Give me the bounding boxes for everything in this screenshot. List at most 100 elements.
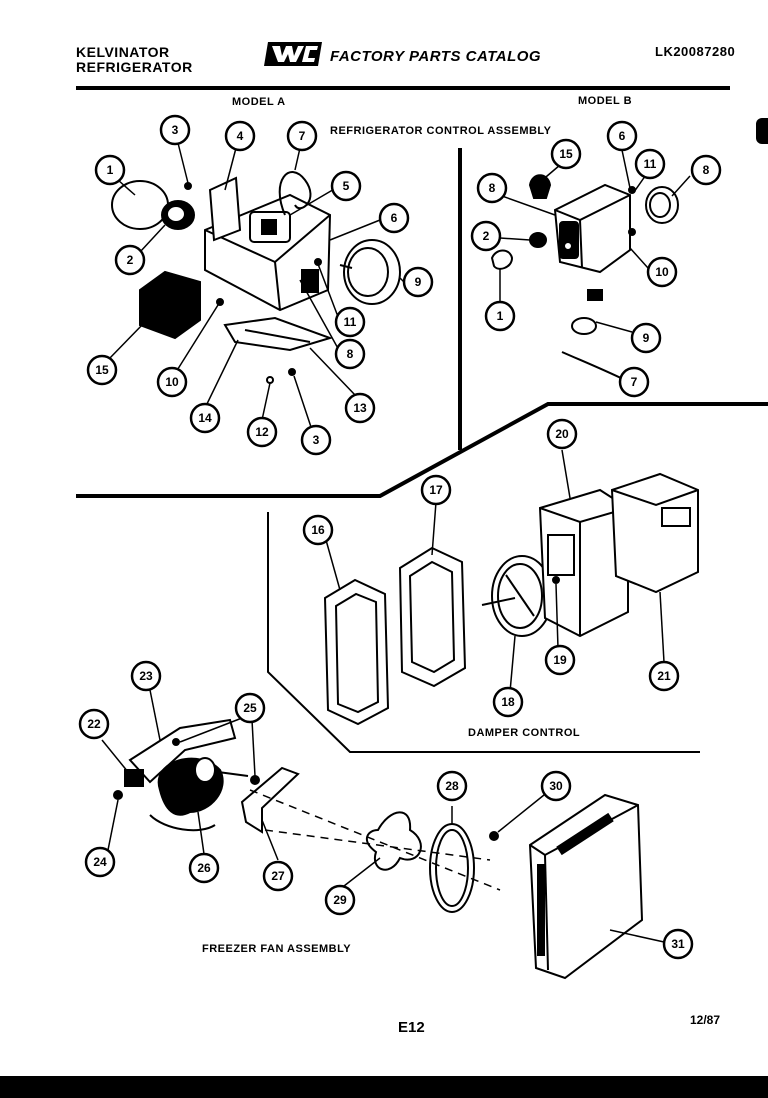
svg-text:31: 31 xyxy=(671,937,685,951)
model-b-parts xyxy=(490,174,679,381)
svg-text:25: 25 xyxy=(243,701,257,715)
callout-d-20: 20 xyxy=(546,418,578,450)
callout-a-4: 4 xyxy=(224,120,256,152)
header-rule xyxy=(76,86,730,90)
svg-text:18: 18 xyxy=(501,695,515,709)
callout-b-7: 7 xyxy=(618,366,650,398)
mounting-bracket xyxy=(223,316,334,352)
damper-section-border xyxy=(267,512,700,753)
svg-text:24: 24 xyxy=(93,855,107,869)
svg-text:23: 23 xyxy=(139,669,153,683)
callout-f-26: 26 xyxy=(188,852,220,884)
svg-text:10: 10 xyxy=(655,265,669,279)
svg-text:15: 15 xyxy=(559,147,573,161)
fan-bracket xyxy=(128,718,237,784)
callout-a-14: 14 xyxy=(189,402,221,434)
freezer-fan-parts xyxy=(113,718,644,980)
callout-d-21: 21 xyxy=(648,660,680,692)
svg-text:1: 1 xyxy=(107,163,114,177)
brand-name: KELVINATOR xyxy=(76,44,170,60)
callout-b-8-left: 8 xyxy=(476,172,508,204)
svg-text:28: 28 xyxy=(445,779,459,793)
svg-text:7: 7 xyxy=(631,375,638,389)
callout-b-6: 6 xyxy=(606,120,638,152)
callout-b-15: 15 xyxy=(550,138,582,170)
callout-a-15: 15 xyxy=(86,354,118,386)
callout-f-29: 29 xyxy=(324,884,356,916)
svg-text:8: 8 xyxy=(489,181,496,195)
callout-a-5: 5 xyxy=(330,170,362,202)
callout-a-3b: 3 xyxy=(300,424,332,456)
callout-a-8: 8 xyxy=(334,338,366,370)
svg-text:9: 9 xyxy=(643,331,650,345)
callout-b-8-right: 8 xyxy=(690,154,722,186)
callout-a-13: 13 xyxy=(344,392,376,424)
callout-f-31: 31 xyxy=(662,928,694,960)
svg-text:4: 4 xyxy=(237,129,244,143)
callout-b-10: 10 xyxy=(646,256,678,288)
refrigerator-control-assembly-label: REFRIGERATOR CONTROL ASSEMBLY xyxy=(330,125,552,137)
callout-a-10: 10 xyxy=(156,366,188,398)
svg-text:13: 13 xyxy=(353,401,367,415)
callout-f-28: 28 xyxy=(436,770,468,802)
model-number: LK20087280 xyxy=(655,44,736,59)
model-b-socket xyxy=(529,232,547,248)
callouts-freezer-fan: 23 22 25 24 26 27 28 29 30 31 xyxy=(78,660,694,960)
product-type: REFRIGERATOR xyxy=(76,59,193,75)
model-b-capillary xyxy=(561,351,626,381)
evaporator-cover xyxy=(528,793,644,980)
foam-baffle xyxy=(139,270,201,340)
callout-f-24: 24 xyxy=(84,846,116,878)
callout-d-17: 17 xyxy=(420,474,452,506)
model-b-spring xyxy=(571,317,597,335)
model-b-clip xyxy=(528,174,552,199)
svg-text:16: 16 xyxy=(311,523,325,537)
callouts-model-b: 6 15 11 8 8 2 1 10 9 7 xyxy=(470,120,722,398)
callout-f-30: 30 xyxy=(540,770,572,802)
svg-text:8: 8 xyxy=(703,163,710,177)
svg-text:6: 6 xyxy=(391,211,398,225)
callout-d-16: 16 xyxy=(302,514,334,546)
callout-d-18: 18 xyxy=(492,686,524,718)
svg-text:26: 26 xyxy=(197,861,211,875)
svg-text:11: 11 xyxy=(344,315,357,329)
callout-b-11: 11 xyxy=(634,148,666,180)
page-edge-mark xyxy=(756,118,768,144)
callout-a-6: 6 xyxy=(378,202,410,234)
leader-lines xyxy=(101,142,691,943)
damper-cover xyxy=(610,472,699,594)
callout-d-19: 19 xyxy=(544,644,576,676)
svg-text:9: 9 xyxy=(415,275,422,289)
callout-a-9: 9 xyxy=(402,266,434,298)
shroud-bracket xyxy=(240,766,300,834)
model-b-label: MODEL B xyxy=(578,95,633,107)
callout-a-2: 2 xyxy=(114,244,146,276)
callout-a-11: 11 xyxy=(334,306,366,338)
svg-text:27: 27 xyxy=(271,869,285,883)
callout-f-22: 22 xyxy=(78,708,110,740)
page-code: E12 xyxy=(398,1019,425,1036)
motor-grommet xyxy=(124,769,144,787)
wci-logo-icon xyxy=(264,42,322,66)
svg-text:7: 7 xyxy=(299,129,306,143)
damper-housing xyxy=(538,488,629,638)
callout-b-1: 1 xyxy=(484,300,516,332)
svg-text:20: 20 xyxy=(555,427,569,441)
callout-b-2: 2 xyxy=(470,220,502,252)
light-bulb xyxy=(111,180,169,230)
svg-text:17: 17 xyxy=(429,483,443,497)
section-divider-diagonal xyxy=(76,402,768,498)
callout-a-1: 1 xyxy=(94,154,126,186)
svg-text:3: 3 xyxy=(313,433,320,447)
svg-text:30: 30 xyxy=(549,779,563,793)
svg-text:2: 2 xyxy=(127,253,134,267)
callout-f-27: 27 xyxy=(262,860,294,892)
callouts-model-a: 1 2 3 4 7 5 6 8 11 9 15 10 14 12 3 13 xyxy=(86,114,434,456)
model-a-label: MODEL A xyxy=(232,96,286,108)
callouts-damper: 16 17 20 18 19 21 xyxy=(302,418,680,718)
svg-text:6: 6 xyxy=(619,129,626,143)
svg-text:2: 2 xyxy=(483,229,490,243)
bottom-border-bar xyxy=(0,1076,768,1098)
svg-text:15: 15 xyxy=(95,363,109,377)
catalog-title: FACTORY PARTS CATALOG xyxy=(330,48,542,65)
